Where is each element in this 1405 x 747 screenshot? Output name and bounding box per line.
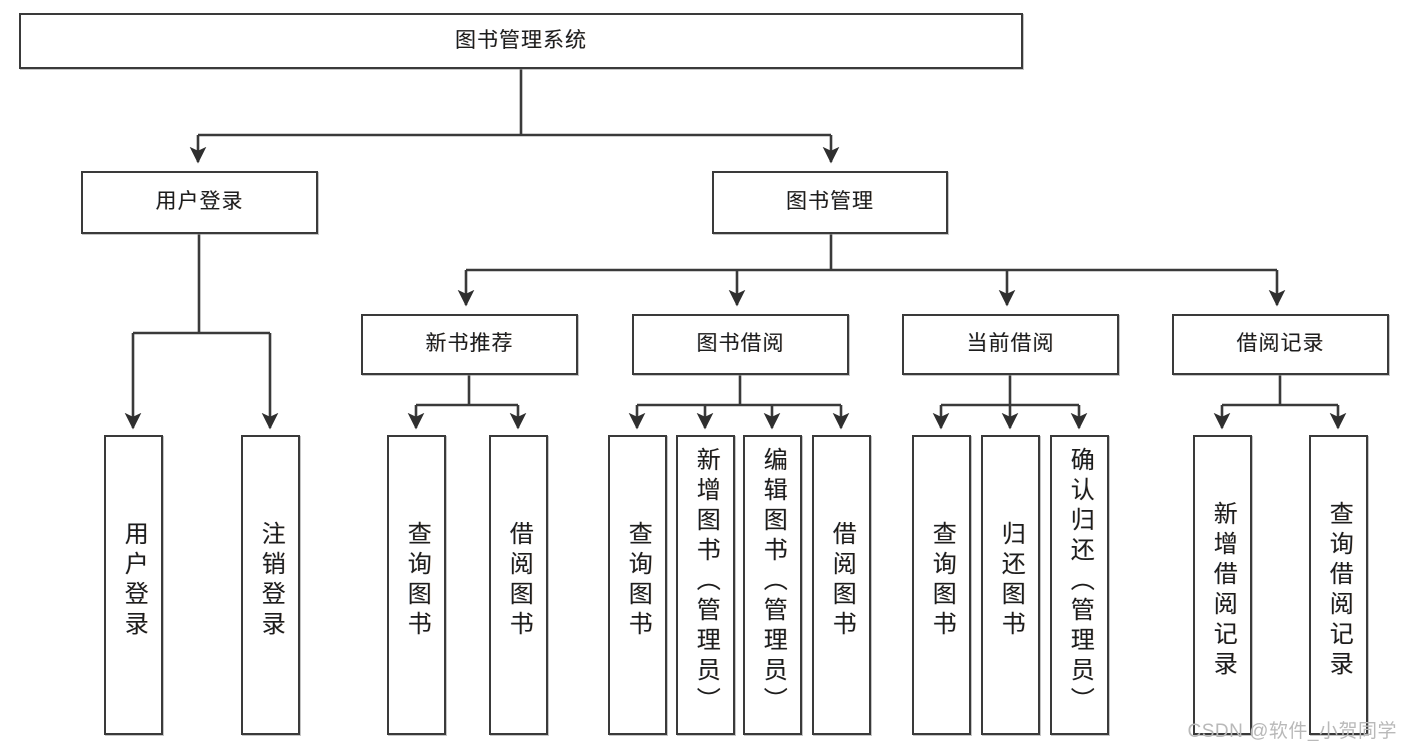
- node-leaf-confirm-return-label: 确认归还（管理员）: [1066, 447, 1094, 717]
- node-book-borrow-label: 图书借阅: [696, 332, 785, 356]
- node-book-manage[interactable]: 图书管理: [712, 171, 948, 234]
- node-root-label: 图书管理系统: [455, 28, 587, 52]
- node-book-manage-label: 图书管理: [786, 190, 874, 214]
- node-current-borrow[interactable]: 当前借阅: [902, 314, 1119, 375]
- node-leaf-add-record[interactable]: 新增借阅记录: [1193, 435, 1252, 735]
- node-leaf-return-book-label: 归还图书: [997, 521, 1025, 641]
- node-leaf-user-login-label: 用户登录: [120, 521, 148, 641]
- node-root[interactable]: 图书管理系统: [19, 13, 1023, 69]
- node-leaf-user-logout-label: 注销登录: [257, 521, 285, 641]
- node-leaf-query-book-2[interactable]: 查询图书: [608, 435, 667, 735]
- node-current-borrow-label: 当前借阅: [966, 332, 1055, 356]
- node-borrow-record[interactable]: 借阅记录: [1172, 314, 1389, 375]
- csdn-watermark: CSDN @软件_小贺同学: [1187, 721, 1397, 742]
- node-book-borrow[interactable]: 图书借阅: [632, 314, 849, 375]
- node-leaf-query-record[interactable]: 查询借阅记录: [1309, 435, 1368, 735]
- node-leaf-return-book[interactable]: 归还图书: [981, 435, 1040, 735]
- node-new-book-recommend-label: 新书推荐: [425, 332, 514, 356]
- node-leaf-query-book-2-label: 查询图书: [624, 521, 652, 641]
- node-leaf-edit-book[interactable]: 编辑图书（管理员）: [743, 435, 802, 735]
- node-leaf-user-logout[interactable]: 注销登录: [241, 435, 300, 735]
- node-leaf-user-login[interactable]: 用户登录: [104, 435, 163, 735]
- node-leaf-confirm-return[interactable]: 确认归还（管理员）: [1050, 435, 1109, 735]
- node-user-login[interactable]: 用户登录: [81, 171, 318, 234]
- node-leaf-add-book[interactable]: 新增图书（管理员）: [676, 435, 735, 735]
- node-leaf-query-book-3-label: 查询图书: [928, 521, 956, 641]
- node-leaf-query-book-1[interactable]: 查询图书: [387, 435, 446, 735]
- node-leaf-query-book-1-label: 查询图书: [403, 521, 431, 641]
- node-borrow-record-label: 借阅记录: [1236, 332, 1325, 356]
- node-leaf-borrow-book-1[interactable]: 借阅图书: [489, 435, 548, 735]
- node-leaf-add-record-label: 新增借阅记录: [1209, 501, 1237, 681]
- node-new-book-recommend[interactable]: 新书推荐: [361, 314, 578, 375]
- node-leaf-edit-book-label: 编辑图书（管理员）: [759, 447, 787, 717]
- node-leaf-query-record-label: 查询借阅记录: [1325, 501, 1353, 681]
- node-leaf-borrow-book-1-label: 借阅图书: [505, 521, 533, 641]
- node-leaf-borrow-book-2[interactable]: 借阅图书: [812, 435, 871, 735]
- node-leaf-add-book-label: 新增图书（管理员）: [692, 447, 720, 717]
- node-leaf-borrow-book-2-label: 借阅图书: [828, 521, 856, 641]
- node-leaf-query-book-3[interactable]: 查询图书: [912, 435, 971, 735]
- node-user-login-label: 用户登录: [155, 190, 244, 214]
